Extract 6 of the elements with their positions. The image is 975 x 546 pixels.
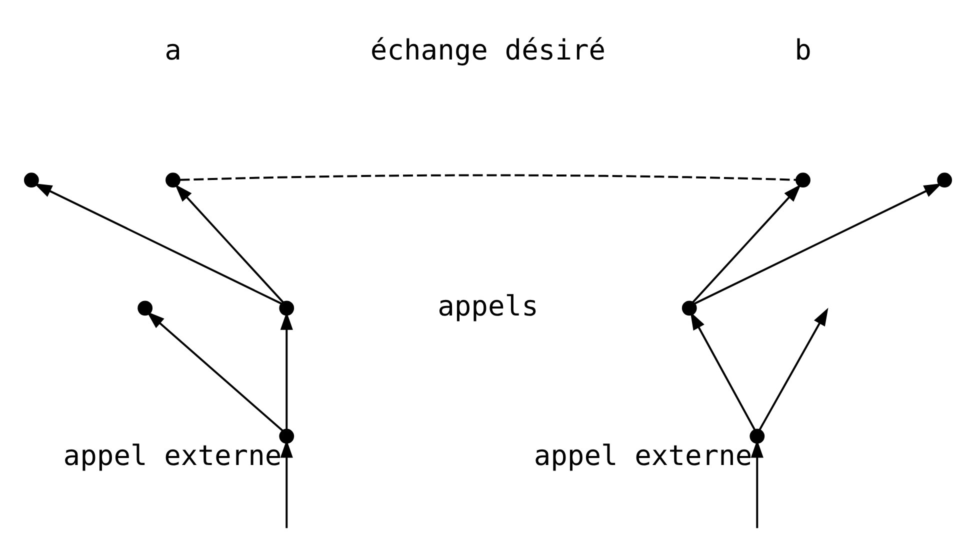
node-label: b — [794, 33, 811, 66]
node-label: appel externe — [533, 439, 752, 472]
node-label: appel externe — [62, 439, 282, 472]
label: appels — [437, 290, 538, 323]
label: échange désiré — [370, 33, 606, 66]
node-label: a — [164, 33, 181, 66]
